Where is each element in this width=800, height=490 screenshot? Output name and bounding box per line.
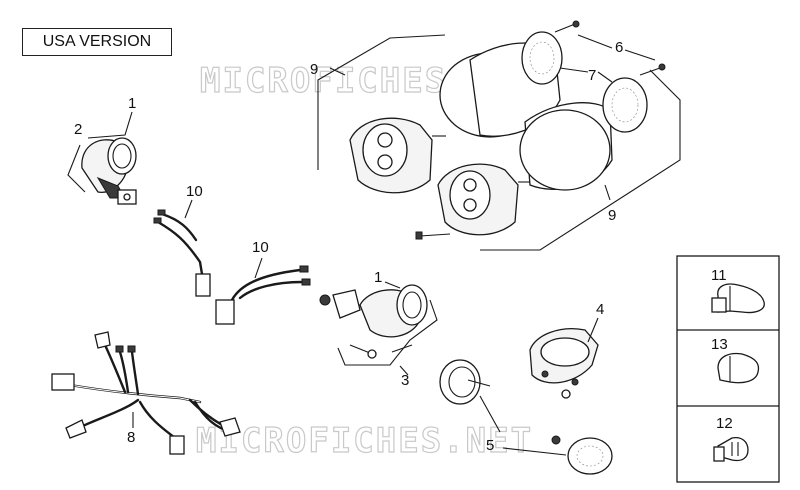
callout-9-lower: 9: [608, 207, 616, 224]
screw-6b: [639, 67, 661, 76]
tail-light-4: [529, 317, 599, 399]
reflector-5b: [567, 437, 613, 475]
rim-1b: [396, 284, 428, 326]
callout-1-upper: 1: [128, 95, 136, 112]
bracket-9-right: [480, 69, 681, 251]
bulb-socket-8c: [219, 417, 241, 437]
callout-9-upper: 9: [310, 61, 318, 78]
group-front-lights: [317, 20, 681, 251]
callout-13: 13: [711, 336, 728, 353]
bracket-9-left: [317, 34, 446, 170]
rim-upper: [521, 31, 563, 85]
bulb-12: [717, 436, 749, 462]
rim-lower: [602, 77, 648, 133]
connector-10a: [195, 273, 211, 297]
callout-5: 5: [486, 437, 494, 454]
callout-8: 8: [127, 429, 135, 446]
callout-10-lower: 10: [252, 239, 269, 256]
bulb-13: [717, 352, 760, 384]
wiring-10-upper: [153, 199, 211, 297]
wiring-10-lower: [215, 257, 311, 325]
callout-11: 11: [711, 267, 727, 284]
callout-10-upper: 10: [186, 183, 203, 200]
screw-housing: [419, 233, 451, 237]
callout-3: 3: [401, 372, 409, 389]
bulb-socket-8b: [65, 419, 87, 439]
light-5: [439, 359, 613, 475]
wiring-harness-8: [51, 331, 241, 455]
rim-1a: [107, 137, 137, 175]
callout-2: 2: [74, 121, 82, 138]
bulb-socket-8a: [94, 331, 111, 349]
callout-4: 4: [596, 301, 604, 318]
connector-10b: [215, 299, 235, 325]
lamp-5a: [439, 359, 481, 405]
callout-6: 6: [615, 39, 623, 56]
stalk-3: [332, 289, 361, 319]
bulb-panel: [676, 255, 780, 483]
screw-6a: [554, 23, 576, 33]
watermark-bottom: MICROFICHES.NET: [196, 421, 533, 461]
callout-12: 12: [716, 415, 733, 432]
callout-7: 7: [588, 67, 596, 84]
turn-signal-upper-left: [67, 111, 137, 205]
connector-8: [51, 373, 75, 391]
callout-1-mid: 1: [374, 269, 382, 286]
turn-signal-mid: [319, 281, 438, 376]
nut-3: [319, 294, 331, 306]
version-label: USA VERSION: [22, 28, 172, 56]
bracket-2: [67, 144, 86, 193]
bracket-3: [337, 299, 438, 366]
connector-8b: [169, 435, 185, 455]
bulb-11: [717, 283, 765, 314]
